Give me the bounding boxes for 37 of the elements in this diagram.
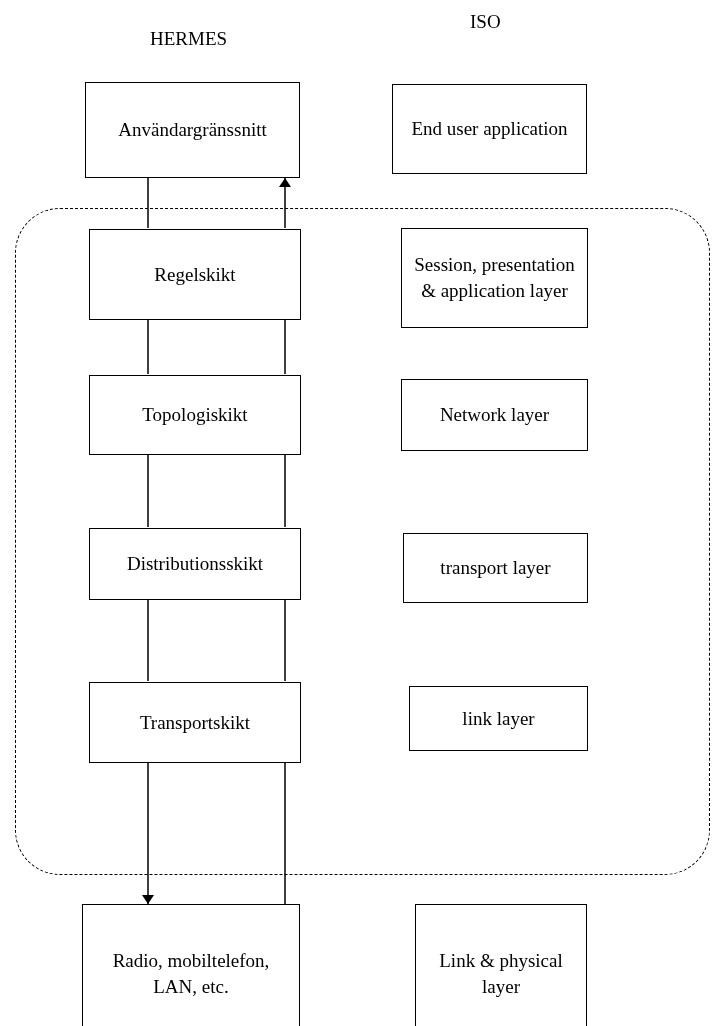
layer-box (89, 682, 301, 763)
layer-name: Topologiskikt (142, 403, 248, 428)
layer-box (89, 528, 301, 600)
layer-box (89, 229, 301, 320)
layer-name: link layer (462, 706, 535, 731)
layer-box (85, 82, 300, 178)
layer-name: Link & physical layer (438, 949, 564, 999)
layer-name: Session, presentation & application layer (413, 253, 576, 303)
layer-box (392, 84, 587, 174)
connector-line (147, 177, 149, 229)
column-heading: HERMES (150, 27, 228, 51)
layer-name: transport layer (440, 556, 551, 581)
layer-name: Användargränssnitt (118, 118, 267, 143)
layer-name: Distributionsskikt (126, 552, 264, 577)
column-heading: ISO (470, 10, 501, 34)
layer-box (401, 379, 588, 451)
connector-line (147, 453, 149, 528)
dashed-group-outline (15, 208, 710, 875)
layer-box (401, 228, 588, 328)
layer-box (82, 904, 300, 1026)
connector-line (284, 318, 286, 375)
connector-line (147, 318, 149, 375)
connector-line (284, 598, 286, 682)
layer-name: Radio, mobiltelefon, LAN, etc. (111, 949, 271, 999)
layer-box (415, 904, 587, 1026)
arrow (143, 761, 153, 905)
arrow (280, 177, 290, 229)
layer-name: Network layer (439, 403, 550, 428)
layer-name: End user application (411, 117, 568, 142)
layer-box (403, 533, 588, 603)
connector-line (284, 453, 286, 528)
layer-name: Regelskikt (154, 262, 236, 287)
connector-line (284, 761, 286, 905)
connector-line (147, 598, 149, 682)
layer-box (409, 686, 588, 751)
layer-box (89, 375, 301, 455)
layer-name: Transportskikt (139, 710, 251, 735)
